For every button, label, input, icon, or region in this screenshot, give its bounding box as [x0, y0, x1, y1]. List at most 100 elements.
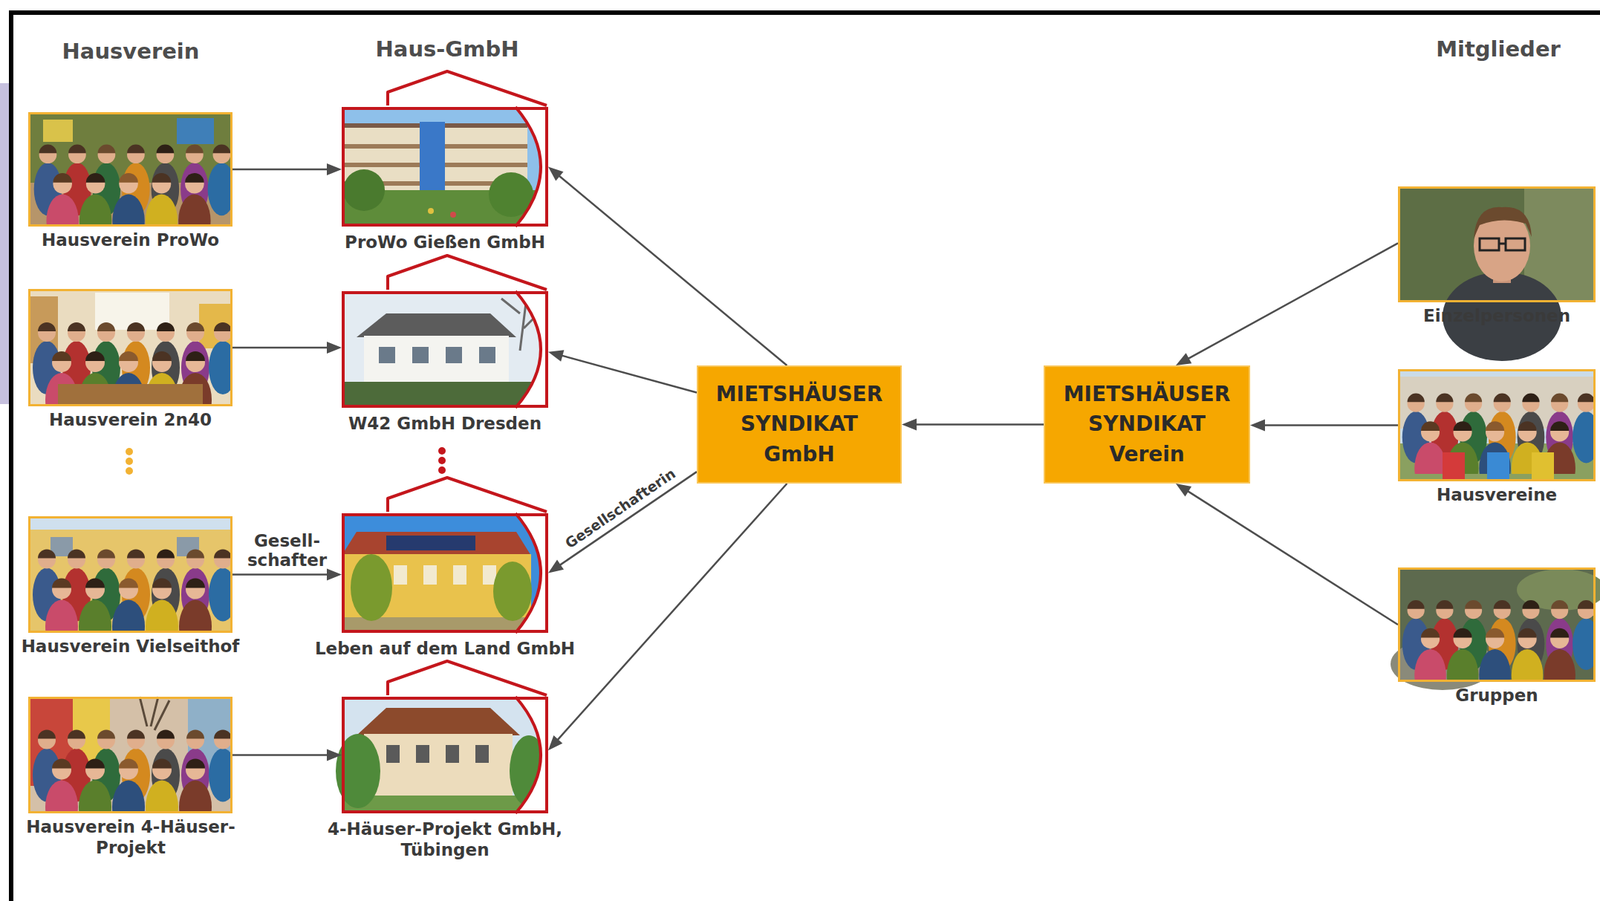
building-photo — [444, 144, 528, 149]
group-photo — [43, 119, 73, 142]
group-photo — [176, 118, 214, 145]
ellipsis-dots — [438, 466, 446, 474]
photo-caption: Hausverein Vielseithof — [21, 636, 240, 658]
house-arc — [515, 106, 541, 227]
group-photo — [139, 696, 170, 731]
group-photo — [57, 384, 203, 407]
group-photo — [1487, 452, 1510, 482]
connector-line — [232, 346, 329, 350]
house-arc — [515, 513, 541, 633]
connector-line — [1263, 424, 1398, 427]
arrow-head — [326, 749, 342, 762]
house-cutout — [515, 291, 549, 408]
column-heading: Hausverein — [62, 38, 200, 64]
house-box: 4-Häuser-Projekt GmbH, Tübingen — [341, 696, 549, 814]
ellipsis-dots — [125, 447, 133, 475]
edge-label: Gesellschafterin — [561, 464, 679, 552]
building-photo — [386, 535, 476, 551]
building-photo — [482, 565, 497, 585]
group-photo — [1397, 369, 1600, 494]
side-strip — [0, 83, 9, 405]
frame-line — [8, 10, 1600, 15]
house-outline — [341, 513, 549, 633]
photo-caption: Hausverein 4-Häuser-Projekt — [19, 817, 243, 858]
group-photo — [1531, 452, 1554, 482]
building-photo — [419, 121, 445, 199]
photo-box: Hausverein Vielseithof — [28, 516, 233, 633]
connector-arrow — [901, 418, 1044, 431]
column-heading: Haus-GmbH — [375, 36, 520, 62]
house-outline — [341, 696, 549, 814]
photo-caption: ProWo Gießen GmbH — [344, 232, 546, 254]
house-roof — [387, 255, 547, 290]
portrait-photo — [1498, 242, 1506, 246]
photo-box: Hausverein 2n40 — [28, 288, 233, 407]
box-label: MIETSHÄUSER SYNDIKAT GmbH — [707, 379, 892, 471]
photo-box: Hausverein 4-Häuser-Projekt — [28, 696, 233, 814]
connector-line — [232, 753, 329, 757]
photo-caption: Leben auf dem Land GmbH — [314, 638, 575, 660]
photo-caption: Einzelpersonen — [1423, 306, 1571, 327]
arrow-head — [548, 735, 563, 751]
building-photo — [341, 513, 549, 633]
house-frame — [343, 514, 547, 632]
building-photo — [475, 745, 489, 763]
connector-arrow — [232, 568, 342, 581]
photo-caption: Gruppen — [1455, 685, 1539, 707]
connector-line — [1187, 490, 1398, 625]
house-cutout — [515, 696, 549, 814]
frame-line — [8, 10, 14, 901]
arrow-head — [548, 167, 564, 182]
process-box: MIETSHÄUSER SYNDIKAT Verein — [1043, 365, 1251, 484]
arrow-head — [1250, 419, 1265, 432]
connector-line — [559, 471, 697, 566]
connector-line — [232, 168, 329, 171]
arrow-head — [1175, 483, 1192, 497]
portrait-photo — [1505, 238, 1525, 251]
house-arc — [515, 291, 541, 408]
building-photo — [423, 565, 437, 585]
ellipsis-dots — [438, 447, 446, 474]
building-photo — [444, 162, 528, 168]
house-roof — [387, 477, 547, 512]
house-cutout — [515, 106, 549, 227]
house-cutout — [515, 513, 549, 633]
building-photo — [445, 745, 460, 763]
group-photo — [1390, 567, 1600, 702]
ellipsis-dots — [125, 467, 133, 475]
edge-label: Gesell- schafter — [236, 531, 338, 571]
connector-line — [232, 573, 329, 576]
building-photo — [341, 106, 549, 227]
house-outline — [341, 291, 549, 408]
photo-box: Hausvereine — [1397, 369, 1596, 482]
connector-arrow — [232, 749, 342, 762]
building-photo — [393, 565, 408, 585]
group-photo — [28, 516, 237, 654]
group-photo — [1442, 452, 1465, 482]
building-photo — [412, 346, 429, 364]
building-photo — [493, 561, 532, 621]
connector-line — [1187, 242, 1398, 359]
building-photo — [341, 144, 420, 149]
building-photo — [445, 346, 463, 364]
connector-arrow — [1175, 483, 1398, 625]
connector-arrow — [232, 163, 342, 176]
connector-line — [558, 175, 788, 366]
building-photo — [341, 291, 549, 408]
connector-line — [915, 423, 1044, 426]
building-photo — [341, 162, 420, 168]
house-frame — [343, 698, 547, 812]
house-roof — [387, 71, 547, 106]
house-arc — [515, 696, 541, 814]
building-photo — [363, 335, 509, 388]
photo-caption: W42 GmbH Dresden — [348, 413, 542, 435]
photo-box: Hausverein ProWo — [28, 112, 233, 227]
building-photo — [479, 346, 496, 364]
group-photo — [1402, 393, 1600, 494]
connector-arrow — [1175, 242, 1398, 366]
connector-line — [560, 355, 697, 393]
arrow-head — [326, 568, 342, 581]
ellipsis-dots — [438, 456, 446, 465]
building-photo — [341, 531, 532, 556]
group-photo — [28, 696, 237, 835]
